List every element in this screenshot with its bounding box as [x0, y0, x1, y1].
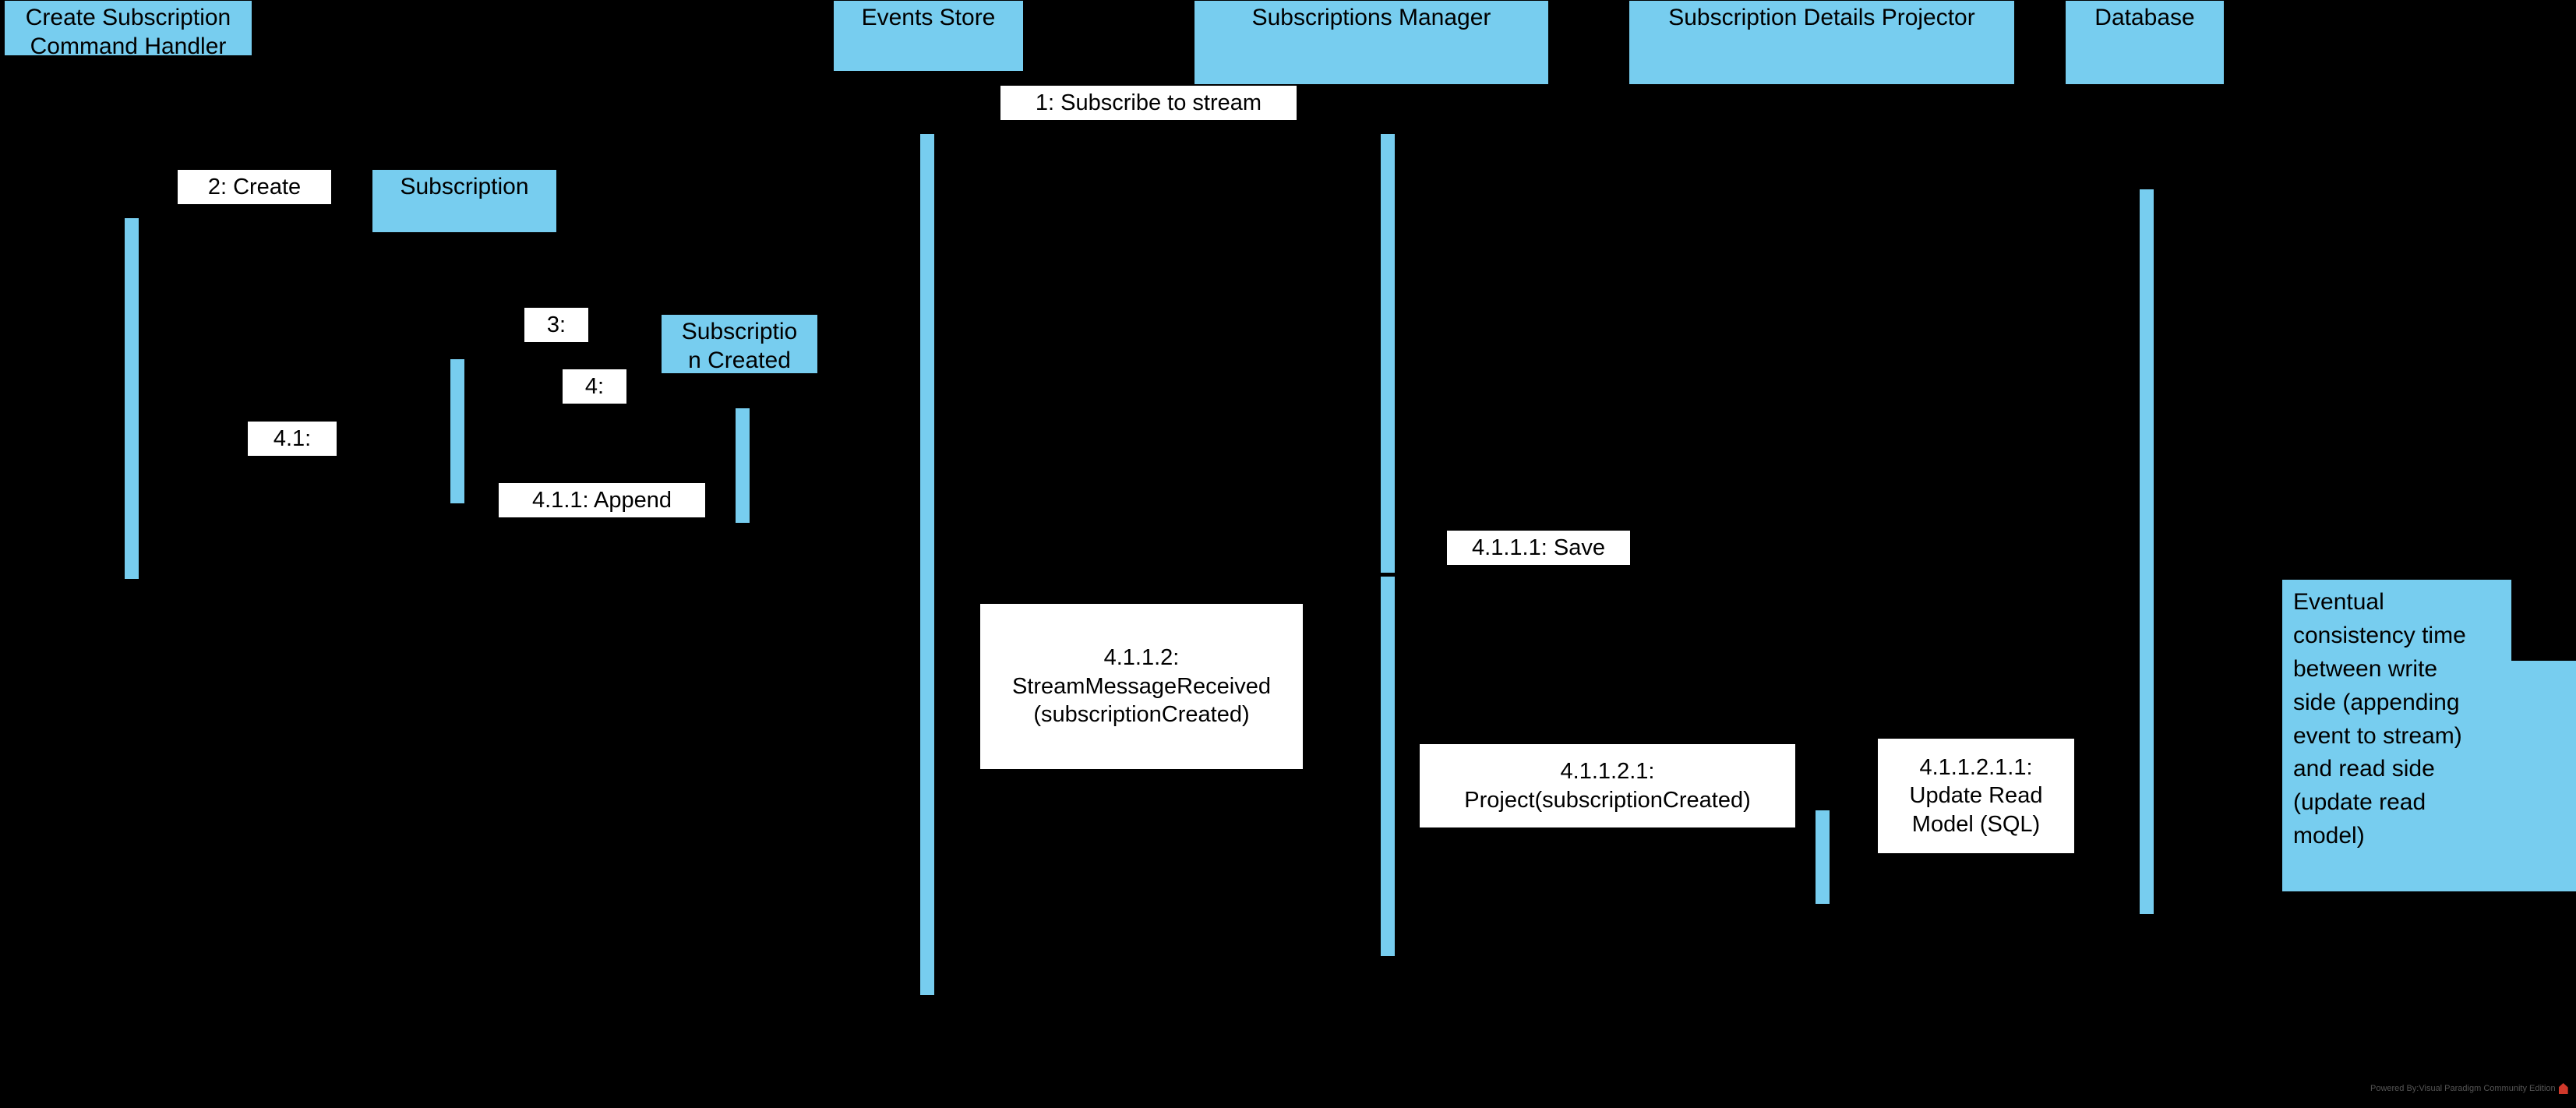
- message-label-1-subscribe-to-stream[interactable]: 1: Subscribe to stream: [1000, 86, 1297, 120]
- activation-subscriptions-manager-lower[interactable]: [1381, 577, 1395, 956]
- lifeline-head-database[interactable]: Database: [2066, 1, 2224, 84]
- watermark: Powered By:Visual Paradigm Community Edi…: [2370, 1083, 2568, 1094]
- activation-create-subscription-command-handler[interactable]: [125, 218, 139, 579]
- message-label-4[interactable]: 4:: [563, 369, 626, 404]
- lifeline-head-create-subscription-command-handler[interactable]: Create Subscription Command Handler: [5, 1, 252, 55]
- message-label-2-create[interactable]: 2: Create: [178, 170, 331, 204]
- visual-paradigm-logo-icon: [2558, 1083, 2568, 1094]
- message-label-4-1-1-2-1-project[interactable]: 4.1.1.2.1: Project(subscriptionCreated): [1420, 744, 1795, 827]
- message-label-4-1-1-1-save[interactable]: 4.1.1.1: Save: [1447, 531, 1630, 565]
- lifeline-head-subscriptions-manager[interactable]: Subscriptions Manager: [1194, 1, 1548, 84]
- message-label-4-1[interactable]: 4.1:: [248, 422, 337, 456]
- created-object-subscription-created[interactable]: Subscriptio n Created: [662, 315, 817, 373]
- lifeline-head-events-store[interactable]: Events Store: [834, 1, 1023, 71]
- activation-subscriptions-manager-upper[interactable]: [1381, 134, 1395, 573]
- message-label-4-1-1-append[interactable]: 4.1.1: Append: [499, 483, 705, 517]
- activation-subscription-details-projector[interactable]: [1816, 810, 1830, 904]
- message-label-3[interactable]: 3:: [524, 308, 588, 342]
- note-eventual-consistency: Eventual consistency time between write …: [2282, 580, 2576, 891]
- activation-subscription[interactable]: [450, 359, 464, 503]
- activation-database[interactable]: [2140, 189, 2154, 914]
- lifeline-head-subscription-details-projector[interactable]: Subscription Details Projector: [1629, 1, 2014, 84]
- watermark-text: Powered By:Visual Paradigm Community Edi…: [2370, 1084, 2556, 1093]
- message-label-4-1-1-2-stream-message-received[interactable]: 4.1.1.2: StreamMessageReceived (subscrip…: [980, 604, 1303, 769]
- activation-subscription-created[interactable]: [736, 408, 750, 523]
- created-object-subscription[interactable]: Subscription: [372, 170, 556, 232]
- message-label-4-1-1-2-1-1-update-read-model[interactable]: 4.1.1.2.1.1: Update Read Model (SQL): [1878, 739, 2074, 853]
- activation-events-store[interactable]: [920, 134, 934, 995]
